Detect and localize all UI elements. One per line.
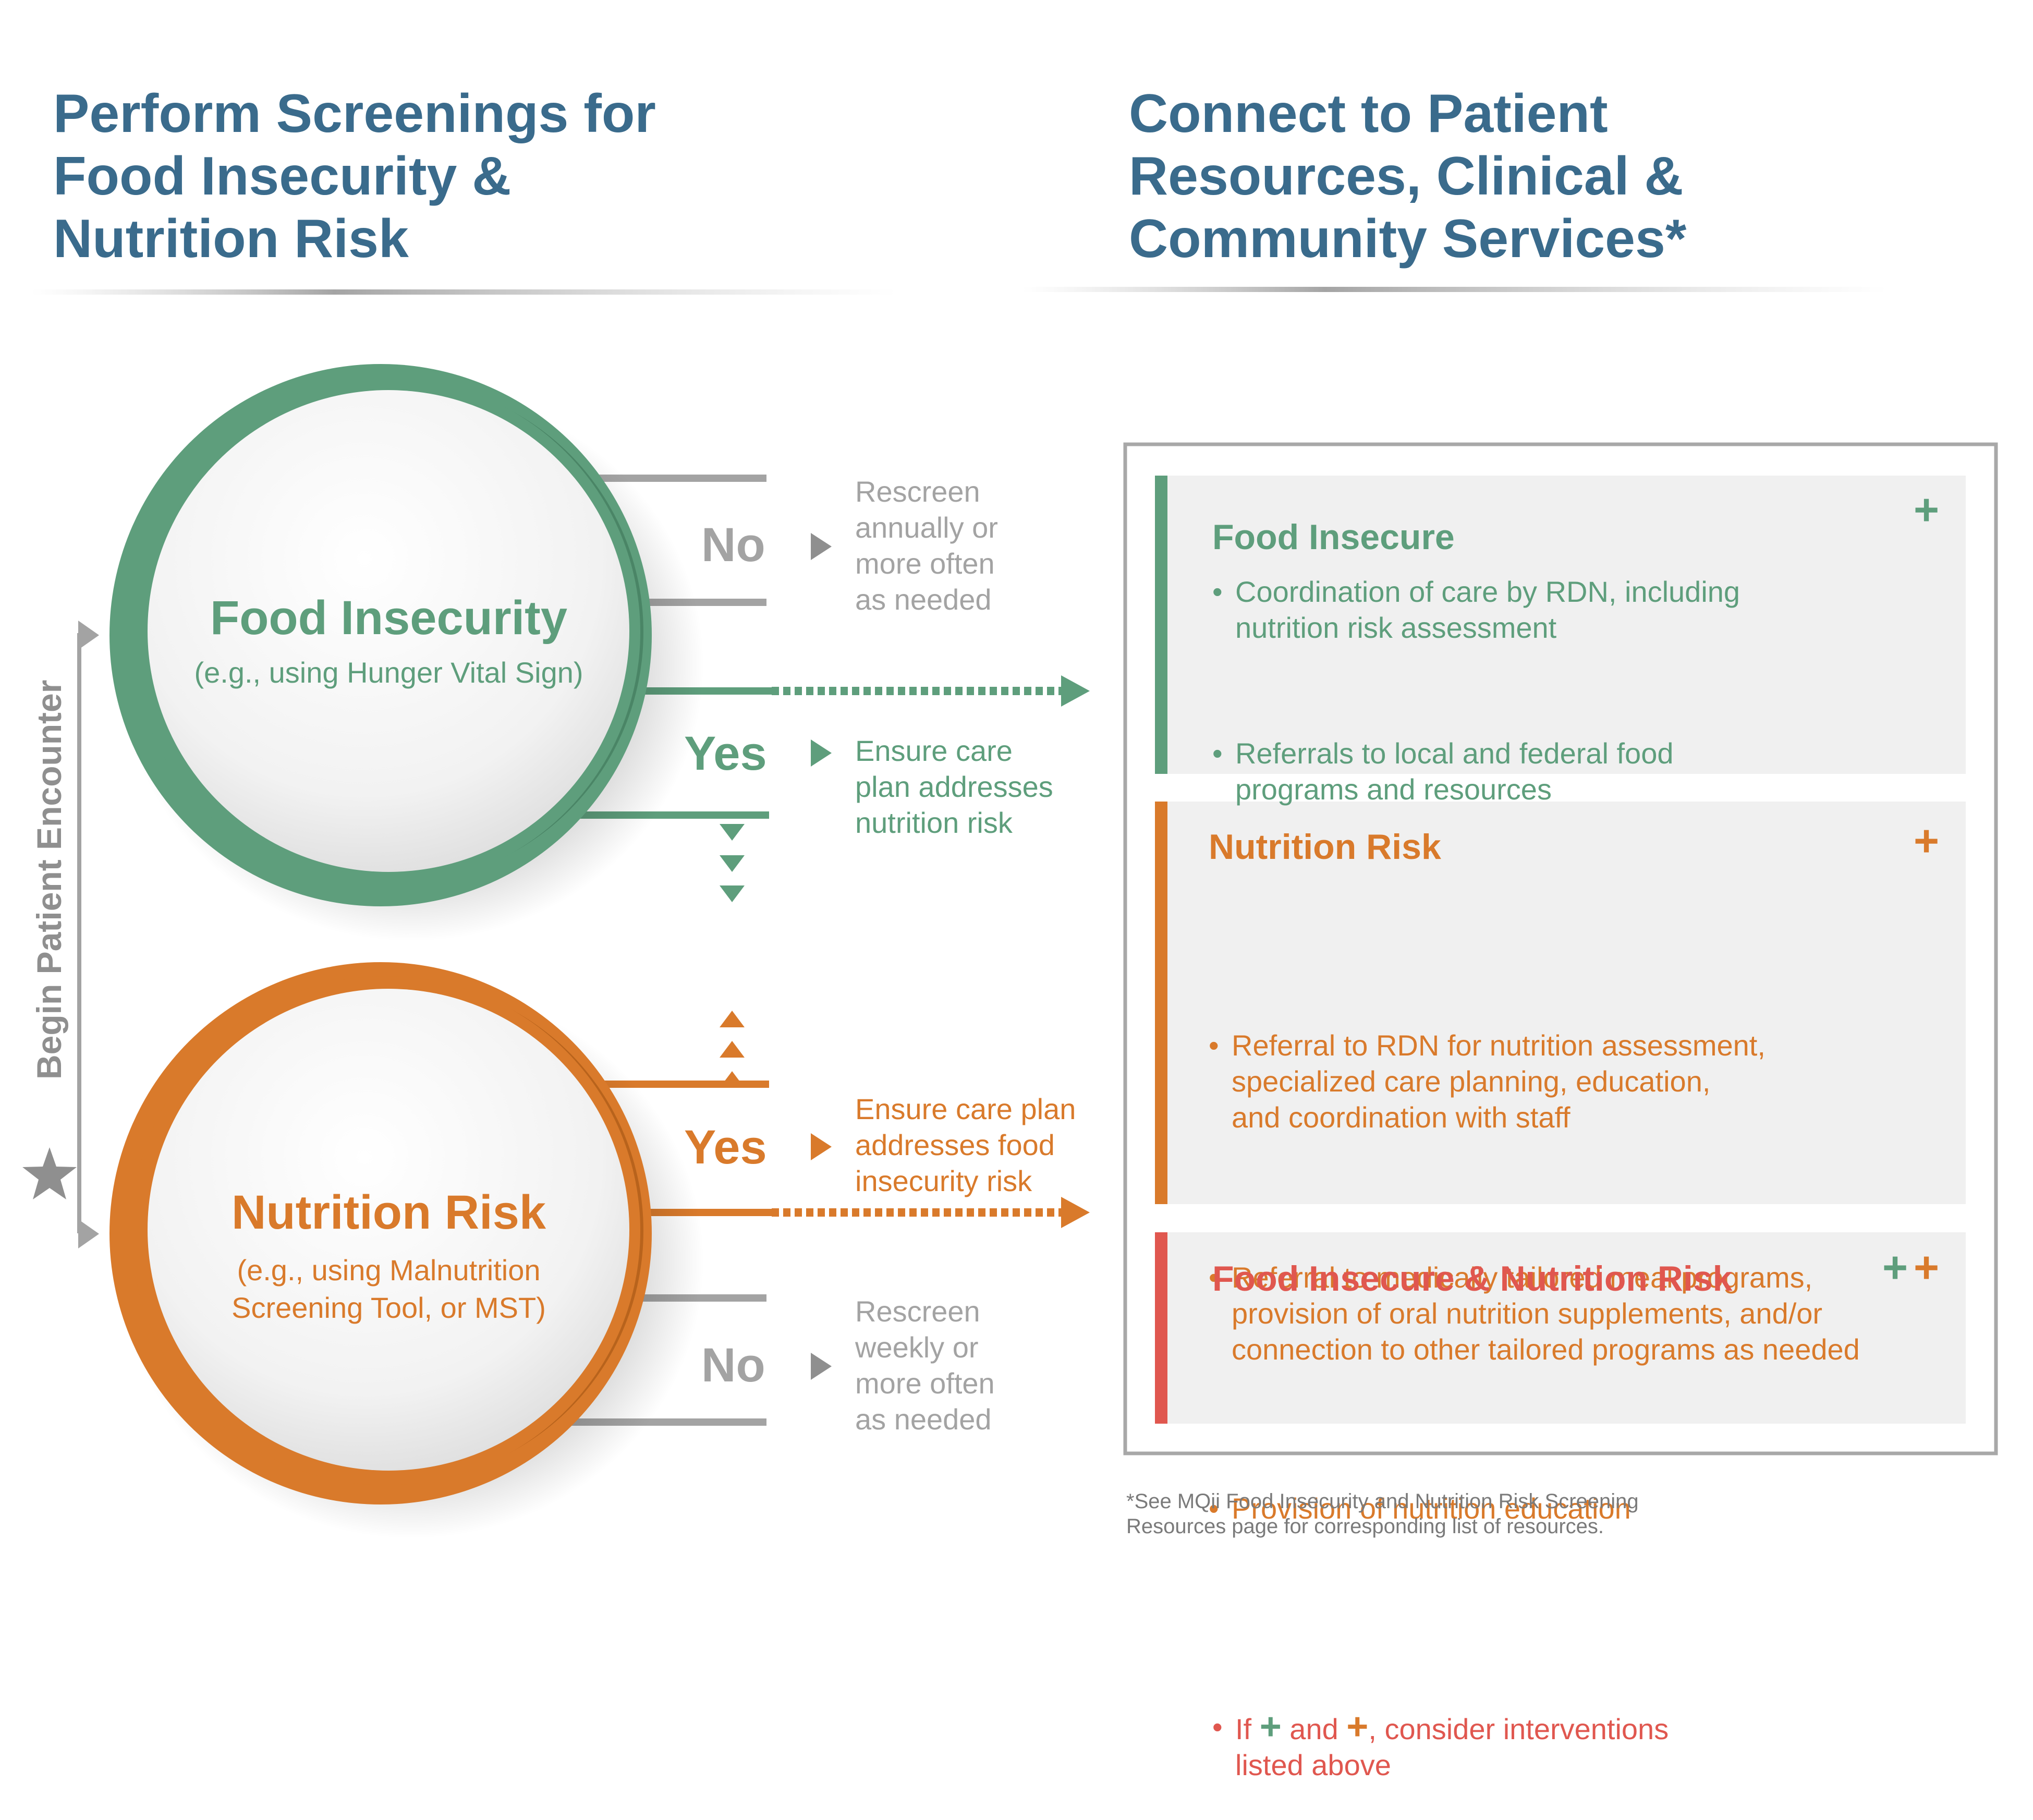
down-triangle-icon xyxy=(720,824,745,841)
bullet-text: and xyxy=(1289,1713,1338,1745)
fi-yes-arrow-icon xyxy=(811,739,832,767)
bullet-line: listed above xyxy=(1235,1749,1391,1781)
fi-yes-outcome-text: Ensure care plan addresses nutrition ris… xyxy=(855,733,1053,841)
food-insecure-bullet: • Coordination of care by RDN, including… xyxy=(1212,574,2033,646)
left-header-divider xyxy=(31,289,897,295)
nr-yes-arrow-icon xyxy=(811,1133,832,1160)
green-plus-icon: + xyxy=(1259,1706,1282,1748)
nr-arrow-head-icon xyxy=(1061,1197,1090,1228)
outcome-line: annually or xyxy=(855,511,998,544)
nutrition-risk-title: Nutrition Risk xyxy=(231,1186,546,1239)
nr-no-outcome-text: Rescreen weekly or more often as needed xyxy=(855,1293,995,1437)
down-triangle-icon xyxy=(720,885,745,902)
both-risk-bullet: • If + and +, consider interventions lis… xyxy=(1212,1706,2033,1783)
bullet-line: provision of oral nutrition supplements,… xyxy=(1232,1297,1823,1330)
nutrition-risk-subtitle-line: (e.g., using Malnutrition xyxy=(237,1254,541,1287)
bullet-line: Referral to RDN for nutrition assessment… xyxy=(1232,1029,1766,1062)
right-header-line: Connect to Patient xyxy=(1129,83,1608,144)
nutrition-risk-circle xyxy=(148,989,629,1471)
bullet-line: and coordination with staff xyxy=(1232,1101,1571,1134)
footnote: *See MQii Food Insecurity and Nutrition … xyxy=(1126,1489,1639,1539)
left-header-line: Perform Screenings for xyxy=(53,83,656,144)
food-insecurity-subtitle: (e.g., using Hunger Vital Sign) xyxy=(194,656,583,689)
food-insecure-box-title: Food Insecure xyxy=(1212,517,1455,557)
bullet-line: programs and resources xyxy=(1235,773,1552,806)
footnote-line: Resources page for corresponding list of… xyxy=(1126,1515,1604,1538)
bullet-line: Provision of nutrition education xyxy=(1232,1492,1631,1525)
outcome-line: addresses food xyxy=(855,1129,1055,1161)
orange-plus-icon: + xyxy=(1346,1706,1369,1748)
right-header-line: Resources, Clinical & xyxy=(1129,146,1684,207)
outcome-line: as needed xyxy=(855,1403,992,1436)
food-insecurity-circle-text: Food Insecurity (e.g., using Hunger Vita… xyxy=(148,589,630,694)
outcome-line: nutrition risk xyxy=(855,806,1013,839)
left-header-line: Nutrition Risk xyxy=(53,209,409,269)
fi-no-label: No xyxy=(701,518,765,572)
bullet-line: Referrals to local and federal food xyxy=(1235,737,1674,770)
outcome-line: Ensure care xyxy=(855,734,1013,767)
nutrition-risk-bullet: • Referral to RDN for nutrition assessme… xyxy=(1209,1027,2033,1135)
up-triangle-icon xyxy=(720,1011,745,1027)
bullet-line: Referral to medically tailored meal prog… xyxy=(1232,1261,1813,1294)
bullet-line: Coordination of care by RDN, including xyxy=(1235,575,1740,608)
nr-no-arrow-icon xyxy=(811,1353,832,1380)
nutrition-risk-bullet: • Provision of nutrition education xyxy=(1209,1490,2033,1526)
left-section-header: Perform Screenings for Food Insecurity &… xyxy=(53,82,656,270)
both-risk-accent xyxy=(1155,1232,1167,1424)
nr-no-label: No xyxy=(701,1339,765,1392)
down-triangle-icon xyxy=(720,855,745,872)
nutrition-risk-panel xyxy=(1155,802,1966,1204)
begin-patient-encounter-label: Begin Patient Encounter xyxy=(30,680,68,1079)
star-icon xyxy=(22,1147,77,1199)
outcome-line: as needed xyxy=(855,583,992,616)
nutrition-risk-circle-text: Nutrition Risk (e.g., using Malnutrition… xyxy=(148,1184,630,1340)
nr-yes-outcome-text: Ensure care plan addresses food insecuri… xyxy=(855,1091,1076,1199)
bullet-text: If xyxy=(1235,1713,1252,1745)
green-plus-icon: + xyxy=(1882,1243,1908,1292)
food-insecurity-circle xyxy=(148,390,629,872)
fi-yes-label: Yes xyxy=(684,727,767,780)
left-header-line: Food Insecurity & xyxy=(53,146,512,207)
food-insecure-bullet: • Referrals to local and federal food pr… xyxy=(1212,735,2033,807)
both-risk-box-title: Food Insecure & Nutrition Risk xyxy=(1212,1259,1733,1299)
outcome-line: Rescreen xyxy=(855,475,980,508)
food-insecure-panel xyxy=(1155,476,1966,774)
both-risk-panel xyxy=(1155,1232,1966,1424)
food-insecure-accent xyxy=(1155,476,1167,774)
bullet-line: connection to other tailored programs as… xyxy=(1232,1333,1860,1366)
outcome-line: more often xyxy=(855,1367,995,1400)
right-section-header: Connect to Patient Resources, Clinical &… xyxy=(1129,82,1686,270)
arrow-to-food-insecurity-icon xyxy=(78,621,99,650)
bullet-text: , consider interventions xyxy=(1368,1713,1669,1745)
arrow-to-nutrition-risk-icon xyxy=(78,1219,99,1248)
fi-no-outcome-text: Rescreen annually or more often as neede… xyxy=(855,474,998,617)
outcome-line: insecurity risk xyxy=(855,1164,1032,1197)
right-header-divider xyxy=(1022,287,1888,292)
up-triangle-icon xyxy=(720,1041,745,1058)
outcome-line: Ensure care plan xyxy=(855,1093,1076,1125)
fi-arrow-head-icon xyxy=(1061,675,1090,707)
orange-plus-icon: + xyxy=(1914,1243,1940,1292)
green-plus-icon: + xyxy=(1914,485,1940,534)
outcome-line: weekly or xyxy=(855,1331,979,1364)
bullet-line: specialized care planning, education, xyxy=(1232,1065,1711,1098)
nutrition-risk-bullet: • Referral to medically tailored meal pr… xyxy=(1209,1259,2033,1367)
orange-plus-icon: + xyxy=(1914,816,1940,865)
outcome-line: Rescreen xyxy=(855,1295,980,1328)
bullet-line: nutrition risk assessment xyxy=(1235,611,1557,644)
footnote-line: *See MQii Food Insecurity and Nutrition … xyxy=(1126,1490,1639,1513)
nutrition-risk-subtitle-line: Screening Tool, or MST) xyxy=(232,1291,546,1324)
nutrition-risk-accent xyxy=(1155,802,1167,1204)
outcome-line: more often xyxy=(855,547,995,580)
fi-no-arrow-icon xyxy=(811,533,832,560)
right-header-line: Community Services* xyxy=(1129,209,1687,269)
nutrition-risk-box-title: Nutrition Risk xyxy=(1209,827,1441,867)
nr-yes-label: Yes xyxy=(684,1121,767,1174)
bullet-line: If + and +, consider interventions xyxy=(1235,1706,2033,1748)
outcome-line: plan addresses xyxy=(855,770,1053,803)
food-insecurity-title: Food Insecurity xyxy=(210,591,567,645)
